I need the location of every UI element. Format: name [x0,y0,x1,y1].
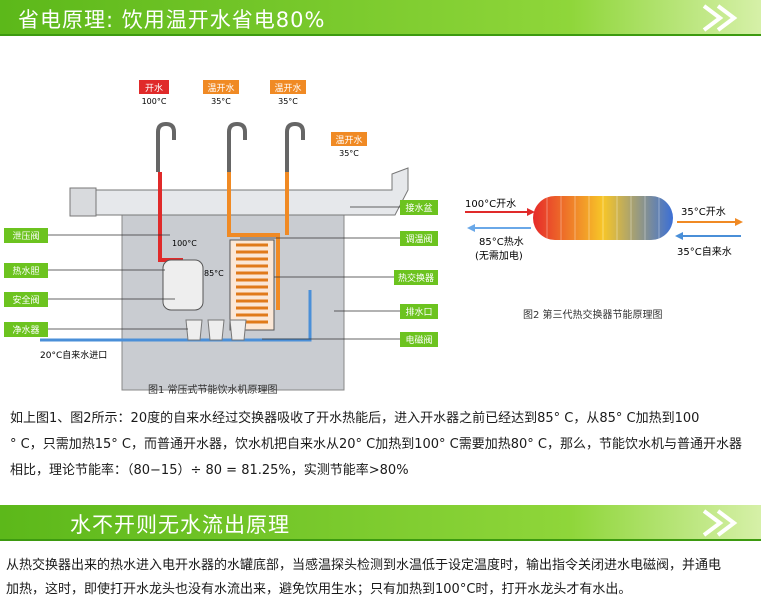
tap-label-1: 开水 100°C [139,80,169,106]
arrow-cold-in-head [675,232,683,240]
hot-out-note: (无需加电) [475,249,523,262]
svg-text:35°C: 35°C [339,149,359,158]
fig1-diagram: 100°C 85°C 开水 100°C 温开水 35°C 温开水 35°C 温开… [4,80,438,391]
svg-text:净水器: 净水器 [12,324,39,336]
tap-2 [227,121,247,172]
svg-text:开水: 开水 [145,82,163,94]
para2-line-2: 加热，这时，即使打开水龙头也没有水流出来，避免饮用生水；只有加热到100°C时，… [6,582,632,597]
para2-line-1: 从热交换器出来的热水进入电开水器的水罐底部，当感温探头检测到水温低于设定温度时，… [6,558,722,573]
cold-in-label: 35°C自来水 [677,245,732,258]
fig2-diagram: 100°C开水 85°C热水 (无需加电) 35°C开水 35°C自来水 [465,196,743,262]
warm-out-label: 35°C开水 [681,206,726,218]
left-label-3: 安全阀 [4,292,175,307]
svg-text:热水胆: 热水胆 [12,265,39,277]
svg-text:温开水: 温开水 [274,82,301,94]
para1-line-2: ° C，只需加热15° C，而普通开水器，饮水机把自来水从20° C加热到100… [10,437,742,452]
left-label-1: 泄压阀 [4,228,170,243]
banner-1: 省电原理: 饮用温开水省电80% [0,0,761,36]
banner-2: 水不开则无水流出原理 [0,505,761,541]
right-label-2: 调温阀 [240,231,438,246]
filter-3 [229,319,247,341]
warm-pipe-1 [227,172,280,310]
fig1-caption: 图1 常压式节能饮水机原理图 [148,385,278,396]
tap-label-2: 温开水 35°C [203,80,239,106]
svg-text:安全阀: 安全阀 [12,294,39,306]
inlet-label: 20°C自来水进口 [40,349,107,361]
right-label-4: 排水口 [334,304,438,319]
para1-line-1: 如上图1、图2所示：20度的自来水经过交换器吸收了开水热能后，进入开水器之前已经… [10,411,700,426]
right-label-3: 热交换器 [274,270,438,285]
banner-1-bg [0,0,761,36]
arrow-hot-out-head [467,224,475,232]
counter-top [77,167,409,216]
banner-2-title: 水不开则无水流出原理 [70,513,290,537]
hot-out-label: 85°C热水 [479,235,524,248]
para1-line-3: 相比，理论节能率：（80−15）÷ 80 = 81.25%，实测节能率>80% [10,463,409,478]
svg-text:热交换器: 热交换器 [398,272,434,284]
counter-side [69,187,97,217]
fig2-caption: 图2 第三代热交换器节能原理图 [523,310,663,321]
left-label-4: 净水器 [4,322,188,337]
svg-text:35°C: 35°C [211,97,231,106]
heat-exchanger-rings [533,196,673,240]
tap-3 [285,121,305,172]
hot-tank [162,259,204,311]
svg-text:调温阀: 调温阀 [405,234,432,245]
tap-1 [156,121,176,172]
svg-text:电磁阀: 电磁阀 [405,334,432,346]
tap-label-4: 温开水 35°C [331,132,367,158]
svg-text:温开水: 温开水 [207,82,234,94]
hot-in-label: 100°C开水 [465,198,516,210]
tap-label-3: 温开水 35°C [270,80,306,106]
svg-text:100°C: 100°C [142,97,167,106]
filter-2 [207,319,225,341]
right-label-5: 电磁阀 [262,332,438,347]
heat-exchanger-coil [236,243,268,324]
left-label-2: 热水胆 [4,263,165,278]
svg-text:排水口: 排水口 [405,306,432,318]
arrow-warm-out-head [735,218,743,226]
svg-text:温开水: 温开水 [335,134,362,146]
banner-1-title: 省电原理: 饮用温开水省电80% [18,8,326,32]
svg-text:35°C: 35°C [278,97,298,106]
arrow-hot-in-head [527,208,535,216]
banner-2-bg [0,505,761,541]
inner-100-label: 100°C [172,239,197,248]
filter-1 [185,319,203,341]
inner-85-label: 85°C [204,269,224,278]
svg-text:接水盆: 接水盆 [405,202,432,214]
svg-text:泄压阀: 泄压阀 [12,230,39,242]
right-label-1: 接水盆 [350,200,438,215]
